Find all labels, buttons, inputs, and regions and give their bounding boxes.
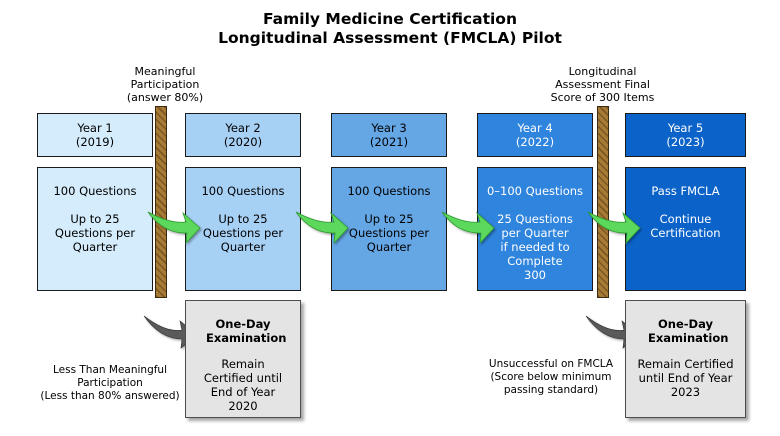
green-arrow-3 [441,211,495,245]
year-3-header: Year 3(2021) [331,113,447,157]
year-5-header: Year 5(2023) [625,113,746,157]
title-line-1: Family Medicine Certification [262,10,517,28]
year-4-header: Year 4(2022) [477,113,593,157]
exam-box-1: One-Day Examination Remain Certified unt… [185,300,301,418]
title-line-2: Longitudinal Assessment (FMCLA) Pilot [218,29,562,47]
year-3-content: 100 Questions Up to 25 Questions per Qua… [331,167,447,291]
green-arrow-2 [295,211,349,245]
meaningful-participation-bar [155,106,167,298]
year-1-content: 100 Questions Up to 25 Questions per Qua… [37,167,153,291]
exam-box-2: One-Day Examination Remain Certified unt… [625,300,746,418]
year-4-content: 0–100 Questions 25 Questions per Quarter… [477,167,593,291]
green-arrow-1 [147,211,201,245]
unsuccessful-note: Unsuccessful on FMCLA (Score below minim… [488,358,614,396]
meaningful-participation-note: Meaningful Participation (answer 80%) [126,65,204,104]
year-2-content: 100 Questions Up to 25 Questions per Qua… [185,167,301,291]
less-than-meaningful-note: Less Than Meaningful Participation (Less… [40,364,180,402]
year-2-header: Year 2(2020) [185,113,301,157]
green-arrow-4 [587,211,641,245]
final-score-bar [597,106,609,298]
final-score-note: Longitudinal Assessment Final Score of 3… [550,65,655,104]
page-title: Family Medicine Certification Longitudin… [0,10,780,48]
year-1-header: Year 1(2019) [37,113,153,157]
